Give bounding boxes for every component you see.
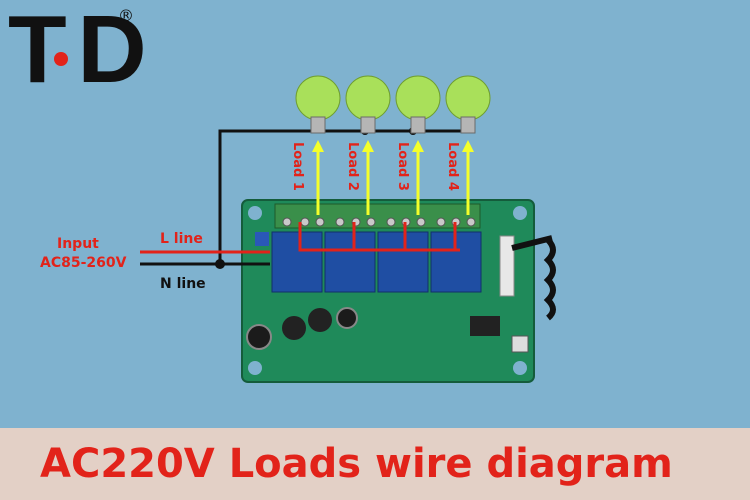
logo-dot [54, 52, 68, 66]
chip [470, 316, 500, 336]
inductor [282, 316, 306, 340]
relay-live-wires [298, 222, 460, 252]
neutral-junction [215, 259, 225, 269]
inductor [308, 308, 332, 332]
capacitor [336, 307, 358, 329]
mounting-hole [248, 206, 262, 220]
input-label: Input [57, 236, 99, 252]
bulb-3-icon [395, 75, 441, 134]
push-button [511, 335, 529, 353]
load-4-label: Load 4 [445, 142, 460, 191]
relay-2 [324, 231, 376, 293]
bulb-2-icon [345, 75, 391, 134]
antenna-coil [511, 235, 556, 321]
relay-3 [377, 231, 429, 293]
load-wires [312, 140, 474, 215]
mounting-hole [248, 361, 262, 375]
live-line-label: L line [160, 231, 203, 247]
mounting-hole [513, 206, 527, 220]
terminal-block [274, 203, 481, 229]
neutral-line-label: N line [160, 276, 206, 292]
connector-header [499, 235, 515, 297]
mounting-hole [513, 361, 527, 375]
load-3-label: Load 3 [395, 142, 410, 191]
input-voltage-range: AC85-260V [40, 255, 127, 271]
load-2-label: Load 2 [345, 142, 360, 191]
load-1-label: Load 1 [290, 142, 305, 191]
relay-1 [271, 231, 323, 293]
neutral-wires [140, 129, 470, 266]
bulb-4-icon [445, 75, 491, 134]
brand-logo: T D [8, 0, 147, 103]
capacitor [246, 324, 272, 350]
diagram-title: AC220V Loads wire diagram [40, 441, 673, 487]
registered-mark: ® [118, 6, 134, 25]
footer-banner [0, 428, 750, 500]
fuse [255, 232, 269, 246]
bulb-1-icon [295, 75, 341, 134]
